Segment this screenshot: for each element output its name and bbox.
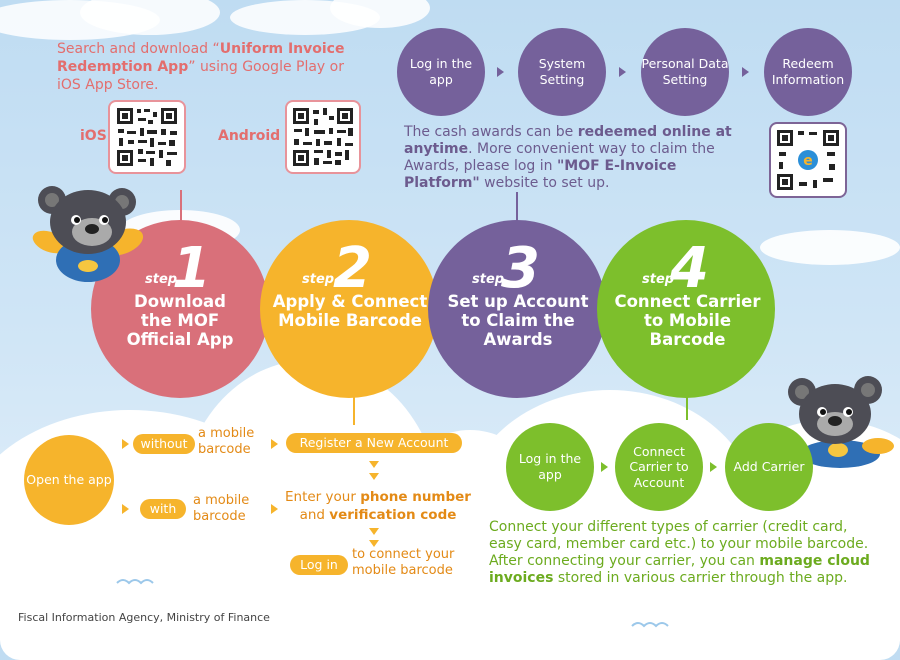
step-3-word: step	[472, 272, 505, 287]
top-flow-arrow-2	[619, 67, 626, 77]
top-flow-arrow-1	[497, 67, 504, 77]
step-4-word: step	[642, 272, 675, 287]
connector-step2	[353, 395, 355, 425]
step-2-word: step	[302, 272, 335, 287]
top-flow-system-setting: System Setting	[518, 28, 606, 116]
footer-text: Fiscal Information Agency, Ministry of F…	[18, 611, 270, 624]
top-flow-login: Log in the app	[397, 28, 485, 116]
green-text: Connect your different types of carrier …	[489, 519, 870, 586]
orange-arrow-enter	[271, 504, 278, 514]
green-arrow-2	[710, 462, 717, 472]
app-name: Uniform Invoice Redemption App	[57, 41, 345, 75]
step-1-word: step	[145, 272, 178, 287]
bird-decoration-icon	[115, 570, 155, 585]
connector-step1	[180, 190, 182, 225]
orange-arrow-down-3	[369, 528, 379, 535]
without-pill: without	[133, 434, 195, 454]
with-tail: a mobile barcode	[193, 493, 250, 524]
step-4-title: Connect Carrier to Mobile Barcode	[614, 292, 761, 349]
step-3-circle	[428, 220, 606, 398]
orange-arrow-with	[122, 504, 129, 514]
step-3-title: Set up Account to Claim the Awards	[447, 292, 589, 349]
step-3-number: 3	[501, 236, 540, 301]
step-2-number: 2	[333, 236, 372, 301]
orange-arrow-down-4	[369, 540, 379, 547]
enter-phone-text: Enter your phone number and verification…	[285, 489, 471, 523]
android-qr-code[interactable]	[285, 100, 361, 174]
register-pill: Register a New Account	[286, 433, 462, 453]
green-flow-add-carrier: Add Carrier	[725, 423, 813, 511]
orange-arrow-without	[122, 439, 129, 449]
ios-qr-code[interactable]	[108, 100, 186, 174]
connector-step4	[686, 395, 688, 420]
svg-text:e: e	[803, 153, 813, 169]
green-flow-connect-carrier: Connect Carrier to Account	[615, 423, 703, 511]
open-app-circle: Open the app	[24, 435, 114, 525]
orange-arrow-register	[271, 439, 278, 449]
with-pill: with	[140, 499, 186, 519]
android-label: Android	[218, 128, 281, 144]
intro-text: Search and download “Uniform Invoice Red…	[57, 41, 345, 93]
green-arrow-1	[601, 462, 608, 472]
green-flow-login: Log in the app	[506, 423, 594, 511]
step-1-title: Download the MOF Official App	[126, 292, 234, 349]
login-pill: Log in	[290, 555, 348, 575]
ios-label: iOS	[80, 128, 107, 144]
top-flow-redeem-info: Redeem Information	[764, 28, 852, 116]
orange-arrow-down-2	[369, 473, 379, 480]
top-flow-personal-data: Personal Data Setting	[641, 28, 729, 116]
bear-mascot-icon	[30, 180, 150, 290]
top-flow-arrow-3	[742, 67, 749, 77]
login-tail: to connect your mobile barcode	[352, 547, 455, 578]
step-4-circle	[597, 220, 775, 398]
awards-text: The cash awards can be redeemed online a…	[404, 124, 732, 191]
connector-step3	[516, 192, 518, 222]
without-tail: a mobile barcode	[198, 426, 255, 457]
orange-arrow-down-1	[369, 461, 379, 468]
step-4-number: 4	[670, 236, 709, 301]
mof-platform-qr-code[interactable]: e	[769, 122, 847, 198]
step-2-circle	[260, 220, 438, 398]
bear-mascot-2-icon	[780, 372, 895, 472]
bird-decoration-2-icon	[630, 613, 670, 628]
step-2-title: Apply & Connect Mobile Barcode	[272, 292, 428, 330]
step-1-number: 1	[172, 236, 211, 301]
